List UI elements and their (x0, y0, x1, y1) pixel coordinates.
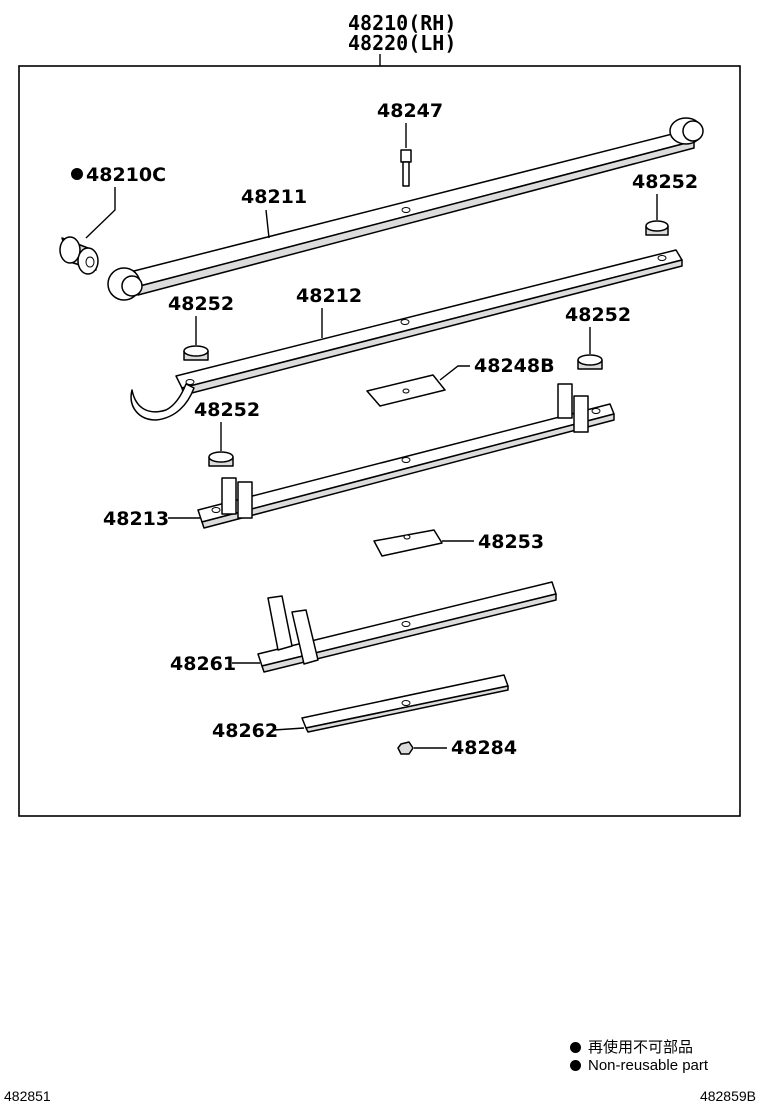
leader-48211 (265, 209, 270, 239)
legend-jp-text: 再使用不可部品 (588, 1039, 694, 1056)
label-48212: 48212 (296, 285, 362, 307)
label-48213: 48213 (103, 508, 169, 530)
footer-left-code: 482851 (4, 1088, 51, 1104)
leader-48210c (85, 187, 116, 239)
label-48211: 48211 (241, 186, 307, 208)
label-48252-c: 48252 (565, 304, 631, 326)
assembly-number-rh: 48210(RH) (348, 11, 456, 35)
bumper-left[interactable] (183, 345, 209, 361)
non-reusable-dot-icon (570, 1060, 581, 1071)
footer-right-code: 482859B (699, 1088, 756, 1104)
non-reusable-dot-icon (570, 1042, 581, 1053)
center-bolt[interactable] (400, 149, 412, 187)
upper-spacer-plate[interactable] (366, 374, 446, 407)
bumper-right[interactable] (577, 354, 603, 370)
fourth-leaf[interactable] (257, 581, 557, 673)
bumper-upper-right[interactable] (645, 220, 669, 236)
label-48247: 48247 (377, 100, 443, 122)
label-48253: 48253 (478, 531, 544, 553)
label-48252-a: 48252 (632, 171, 698, 193)
bumper-lower[interactable] (208, 451, 234, 467)
bushing[interactable] (59, 236, 99, 275)
label-48252-b: 48252 (168, 293, 234, 315)
legend-en-text: Non-reusable part (588, 1057, 709, 1074)
label-48252-d: 48252 (194, 399, 260, 421)
label-48210c: 48210C (86, 164, 166, 186)
center-nut[interactable] (397, 741, 414, 755)
label-48284: 48284 (451, 737, 517, 759)
non-reusable-marker (71, 168, 83, 180)
fifth-leaf[interactable] (301, 674, 509, 733)
leader-48262 (273, 727, 305, 731)
third-leaf[interactable] (197, 383, 615, 529)
label-48248b: 48248B (474, 355, 555, 377)
assembly-number-lh: 48220(LH) (348, 31, 456, 55)
leader-48248b (439, 365, 470, 381)
legend-en: Non-reusable part (570, 1057, 708, 1074)
label-48262: 48262 (212, 720, 278, 742)
lower-spacer-plate[interactable] (373, 529, 443, 557)
diagram-frame (18, 65, 741, 817)
legend-jp: 再使用不可部品 (570, 1036, 693, 1057)
main-leaf[interactable] (107, 117, 704, 301)
second-leaf[interactable] (130, 249, 683, 421)
label-48261: 48261 (170, 653, 236, 675)
